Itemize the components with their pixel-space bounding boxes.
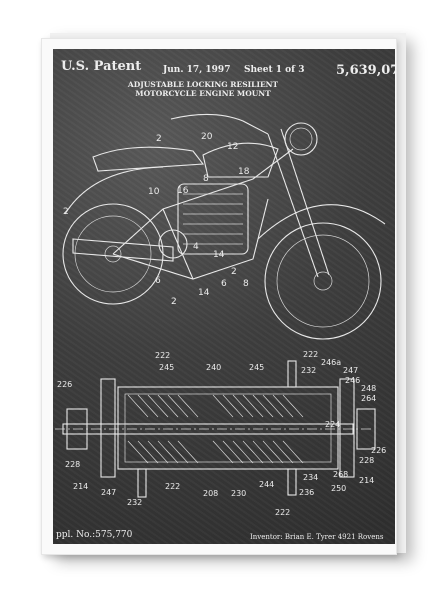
callout: 2 bbox=[63, 207, 69, 217]
headlight bbox=[284, 122, 318, 156]
front-wheel bbox=[264, 222, 382, 340]
callout: 240 bbox=[206, 363, 221, 372]
callout: 228 bbox=[65, 460, 80, 469]
callout: 2 bbox=[156, 134, 162, 144]
title-line-2: MOTORCYCLE ENGINE MOUNT bbox=[135, 89, 271, 98]
right-nut bbox=[356, 408, 376, 450]
exhaust-pipe bbox=[72, 238, 174, 262]
mount-callouts: 222 245 240 245 222 246a 232 247 246 248… bbox=[57, 350, 386, 517]
right-end-plate bbox=[339, 378, 355, 478]
callout: 247 bbox=[343, 366, 358, 375]
callout: 14 bbox=[198, 288, 210, 298]
inventor-line: Inventor: Brian E. Tyrer 4921 Rovens bbox=[250, 533, 384, 541]
callout: 234 bbox=[303, 473, 318, 482]
callout: 2 bbox=[171, 297, 177, 307]
callout: 18 bbox=[238, 167, 250, 177]
callout: 245 bbox=[249, 363, 264, 372]
callout: 222 bbox=[303, 350, 318, 359]
front-fork bbox=[267, 133, 319, 278]
motorcycle-illustration: 2 20 12 10 16 8 2 18 4 6 2 14 6 8 2 14 bbox=[62, 113, 386, 340]
callout: 268 bbox=[333, 470, 348, 479]
callout: 214 bbox=[73, 482, 88, 491]
fuel-tank bbox=[202, 142, 279, 178]
handlebar bbox=[170, 113, 269, 135]
callout: 16 bbox=[177, 186, 189, 196]
patent-date: Jun. 17, 1997 bbox=[163, 65, 231, 75]
callout: 247 bbox=[101, 488, 116, 497]
callout: 4 bbox=[193, 242, 199, 252]
callout: 208 bbox=[203, 489, 218, 498]
patent-drawing: 2 20 12 10 16 8 2 18 4 6 2 14 6 8 2 14 bbox=[55, 113, 386, 517]
callout: 226 bbox=[57, 380, 72, 389]
patent-label: U.S. Patent bbox=[61, 59, 142, 74]
callout: 232 bbox=[301, 366, 316, 375]
callout: 246a bbox=[321, 358, 341, 367]
patent-poster: U.S. Patent Jun. 17, 1997 Sheet 1 of 3 5… bbox=[53, 49, 395, 544]
callout: 244 bbox=[259, 480, 274, 489]
callout: 222 bbox=[155, 351, 170, 360]
callout: 2 bbox=[231, 267, 237, 277]
engine-mount-cross-section: 222 245 240 245 222 246a 232 247 246 248… bbox=[55, 350, 386, 517]
left-nut bbox=[66, 408, 88, 450]
callout: 236 bbox=[299, 488, 314, 497]
callout: 248 bbox=[361, 384, 376, 393]
callout: 264 bbox=[361, 394, 376, 403]
application-number: ppl. No.:575,770 bbox=[56, 530, 133, 540]
callout: 222 bbox=[165, 482, 180, 491]
patent-number: 5,639,07 bbox=[336, 63, 395, 78]
callout: 246 bbox=[345, 376, 360, 385]
callout: 12 bbox=[227, 142, 238, 152]
callout: 10 bbox=[148, 187, 160, 197]
callout: 20 bbox=[201, 132, 213, 142]
outer-sleeve bbox=[117, 386, 339, 470]
callout: 222 bbox=[275, 508, 290, 517]
bike-callouts: 2 20 12 10 16 8 2 18 4 6 2 14 6 8 2 14 bbox=[63, 132, 250, 307]
front-fender bbox=[257, 204, 386, 240]
callout: 214 bbox=[359, 476, 374, 485]
sheet-number: Sheet 1 of 3 bbox=[244, 65, 305, 75]
left-end-plate bbox=[100, 378, 116, 478]
patent-title: ADJUSTABLE LOCKING RESILIENT MOTORCYCLE … bbox=[53, 80, 353, 98]
engine bbox=[177, 183, 249, 255]
callout: 14 bbox=[213, 250, 225, 260]
callout: 224 bbox=[325, 420, 340, 429]
callout: 8 bbox=[203, 174, 209, 184]
callout: 232 bbox=[127, 498, 142, 507]
callout: 250 bbox=[331, 484, 346, 493]
callout: 6 bbox=[221, 279, 227, 289]
title-line-1: ADJUSTABLE LOCKING RESILIENT bbox=[127, 80, 279, 89]
seat bbox=[92, 146, 205, 172]
callout: 6 bbox=[155, 276, 161, 286]
callout: 228 bbox=[359, 456, 374, 465]
callout: 226 bbox=[371, 446, 386, 455]
callout: 230 bbox=[231, 489, 246, 498]
callout: 8 bbox=[243, 279, 249, 289]
callout: 245 bbox=[159, 363, 174, 372]
